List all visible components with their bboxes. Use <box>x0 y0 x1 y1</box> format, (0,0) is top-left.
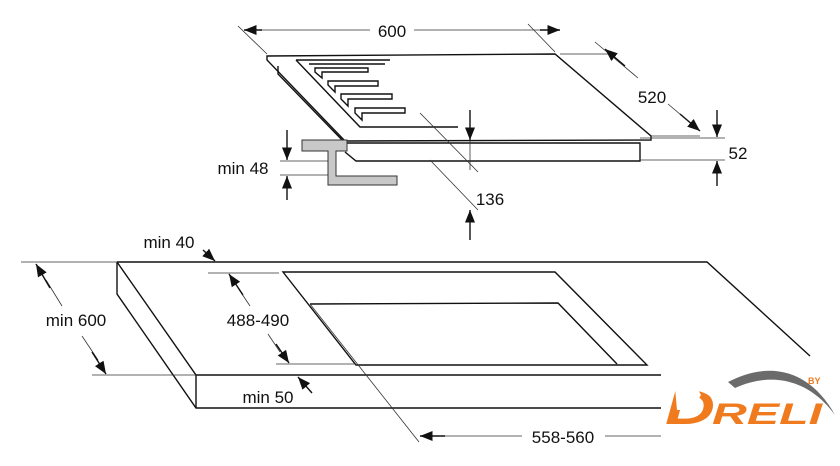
hob-thickness-label: 52 <box>729 144 748 163</box>
depth-below-label: 136 <box>476 190 504 209</box>
burner-grates <box>309 63 406 122</box>
cutout-dimension-lines <box>21 248 661 442</box>
min-back-label: min 40 <box>143 233 194 252</box>
hob-width-label: 600 <box>378 22 406 41</box>
min-depth-label: min 600 <box>46 311 106 330</box>
dreli-logo: D RELI BY <box>665 370 835 435</box>
svg-text:RELI: RELI <box>712 398 823 431</box>
hob-dimension-lines <box>237 23 725 240</box>
cutout-width-label: 558-560 <box>532 428 594 447</box>
countertop-bracket <box>301 139 398 186</box>
min-front-label: min 50 <box>242 388 293 407</box>
cutout-depth-label: 488-490 <box>227 311 289 330</box>
hob-drawing <box>266 53 652 186</box>
min-clearance-label: min 48 <box>217 159 268 178</box>
hob-depth-label: 520 <box>638 88 666 107</box>
svg-text:BY: BY <box>808 376 821 386</box>
